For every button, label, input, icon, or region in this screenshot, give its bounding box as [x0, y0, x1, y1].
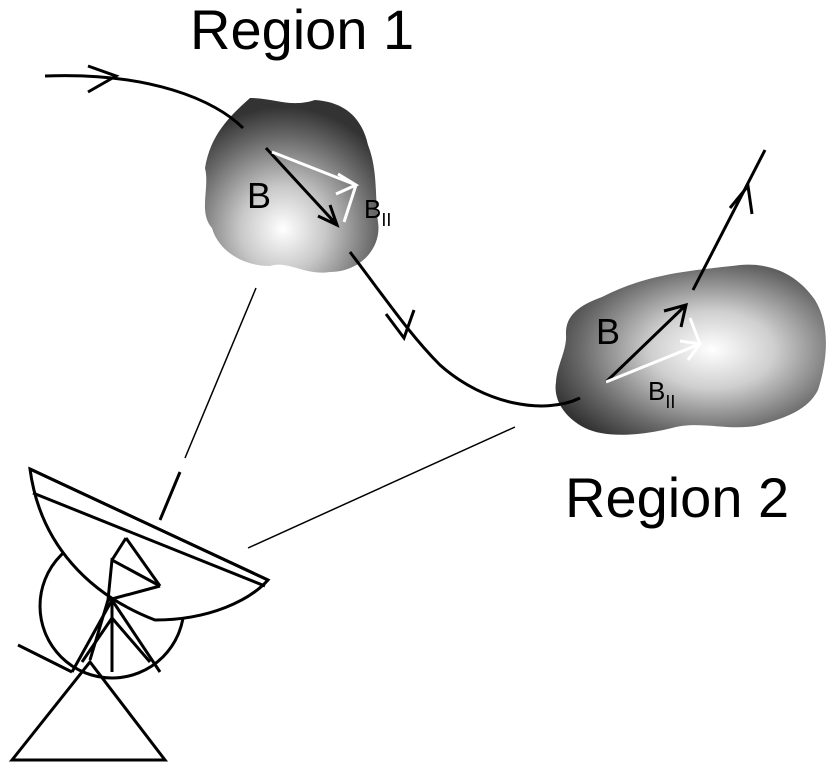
region-1-b-label: B	[247, 175, 272, 216]
region-1-b-parallel-main: B	[364, 194, 382, 224]
field-line-segment	[691, 149, 767, 291]
region-1-b-parallel-label: BII	[364, 194, 391, 229]
region-2-b-perp-component	[688, 317, 702, 345]
region-2-b-parallel-label: BII	[648, 376, 675, 411]
field-line-segment	[348, 251, 581, 408]
field-direction-arrow-icon	[87, 64, 120, 94]
region-2-b-label: B	[596, 311, 621, 352]
region-1-title: Region 1	[190, 0, 415, 61]
line-of-sight-region-2	[247, 426, 516, 549]
region-1-b-parallel-subscript: II	[381, 210, 392, 230]
field-direction-arrow-icon	[728, 182, 754, 215]
field-direction-arrow-icon	[384, 309, 416, 342]
line-of-sight-region-1	[184, 287, 257, 459]
field-line	[44, 74, 245, 130]
region-1-b-vector-arrow	[264, 146, 340, 228]
region-1-b-perp-component	[342, 184, 358, 223]
region-2-b-parallel-main: B	[648, 376, 666, 406]
region-2-title: Region 2	[565, 466, 790, 529]
radio-telescope-dish-icon	[8, 466, 271, 762]
region-2-b-vector-arrow	[604, 302, 689, 384]
region-2-b-parallel-subscript: II	[665, 392, 676, 412]
region-2-cloud	[555, 264, 826, 435]
region-1-cloud	[204, 98, 379, 273]
